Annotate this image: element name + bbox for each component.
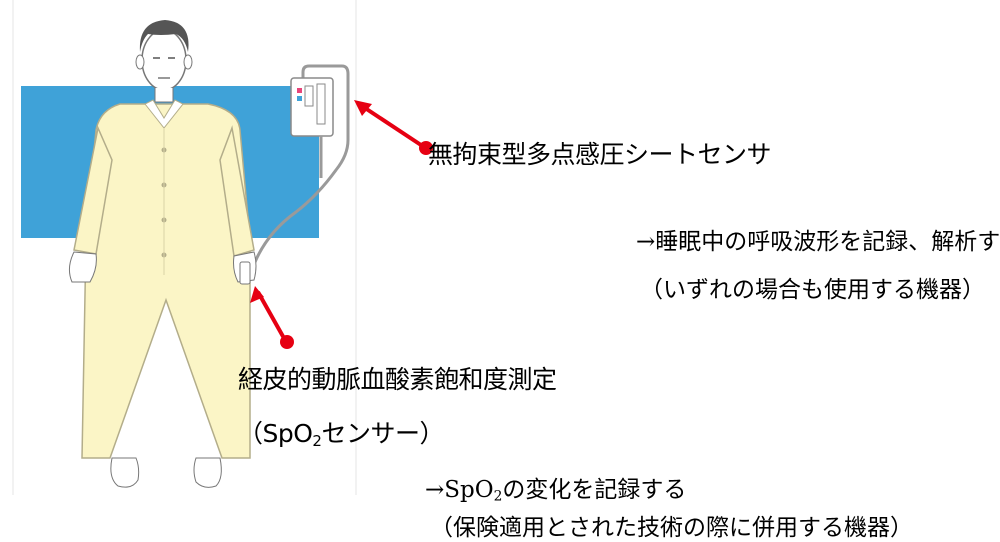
spo2-sensor-note: （保険適用とされた技術の際に併用する機器） <box>430 515 913 541</box>
pajama-shirt <box>73 99 255 459</box>
sheet-sensor-pointer <box>354 100 433 155</box>
patient-feet <box>110 457 222 488</box>
patient-head <box>135 20 193 103</box>
spo2-sensor-subtitle: （SpO2センサー） <box>238 419 444 450</box>
illustration-panel <box>0 0 360 495</box>
sensor-controller-device <box>246 64 350 276</box>
spo2-sensor-description: →SpO2の変化を記録する <box>425 477 687 505</box>
patient-hands <box>68 251 257 285</box>
sheet-sensor-title: 無拘束型多点感圧シートセンサ <box>428 140 772 169</box>
patient-illustration <box>12 0 360 495</box>
sheet-sensor-description: →睡眠中の呼吸波形を記録、解析する <box>636 229 1000 255</box>
spo2-sensor-title: 経皮的動脈血酸素飽和度測定 <box>238 365 557 394</box>
spo2-sensor-arrow <box>250 286 294 349</box>
spo2-probe <box>239 261 251 285</box>
sheet-sensor-note: （いずれの場合も使用する機器） <box>640 277 985 303</box>
